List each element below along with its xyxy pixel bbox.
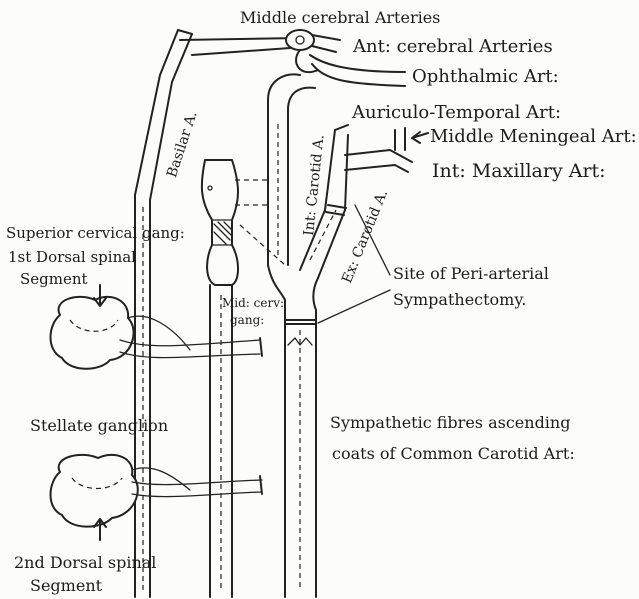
label-int-maxillary-art: Int: Maxillary Art: xyxy=(432,162,606,181)
sympathetic-chain xyxy=(202,160,285,597)
label-sympathetic-line1: Sympathetic fibres ascending xyxy=(330,415,570,431)
label-stellate-ganglion: Stellate ganglion xyxy=(30,418,168,434)
vertebral-basilar-artery xyxy=(135,30,300,597)
label-ant-cerebral-arteries: Ant: cerebral Arteries xyxy=(353,38,553,56)
label-first-dorsal-spinal: 1st Dorsal spinal xyxy=(8,250,136,265)
label-first-dorsal-segment: Segment xyxy=(20,272,88,287)
label-ophthalmic-art: Ophthalmic Art: xyxy=(412,68,559,86)
spinal-segment-2 xyxy=(51,455,263,527)
common-carotid-artery xyxy=(268,265,318,597)
label-site-line2: Sympathectomy. xyxy=(393,292,526,308)
label-mid-cerv-gang-line2: gang: xyxy=(230,314,264,326)
label-sympathetic-line2: coats of Common Carotid Art: xyxy=(332,446,575,462)
label-mid-cerv-gang-line1: Mid: cerv: xyxy=(222,297,284,309)
label-auriculo-temporal-art: Auriculo-Temporal Art: xyxy=(352,104,561,122)
label-middle-meningeal-art: Middle Meningeal Art: xyxy=(430,128,637,146)
label-site-line1: Site of Peri-arterial xyxy=(393,266,549,282)
label-superior-cervical-gang: Superior cervical gang: xyxy=(6,226,185,241)
label-second-dorsal-segment: Segment xyxy=(30,578,102,594)
label-second-dorsal-spinal: 2nd Dorsal spinal xyxy=(14,555,156,571)
label-middle-cerebral-arteries: Middle cerebral Arteries xyxy=(240,10,440,26)
